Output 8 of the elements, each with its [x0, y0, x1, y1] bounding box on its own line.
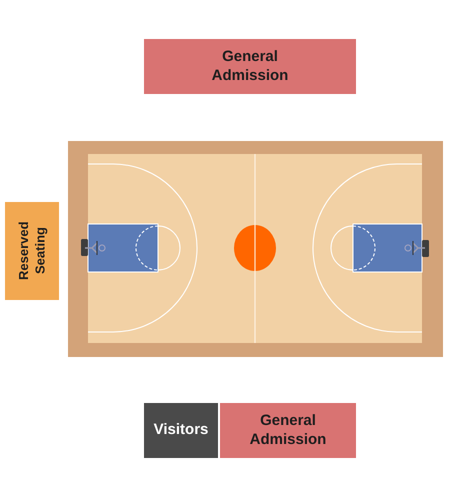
section-label: General Admission [248, 412, 328, 450]
seating-section [144, 403, 218, 458]
section-label: General Admission [210, 48, 290, 86]
seating-section [220, 403, 356, 458]
section-label: Visitors [154, 421, 208, 440]
seating-section [144, 39, 356, 94]
seating-section [5, 202, 59, 300]
section-label: Reserved Seating [16, 220, 48, 282]
